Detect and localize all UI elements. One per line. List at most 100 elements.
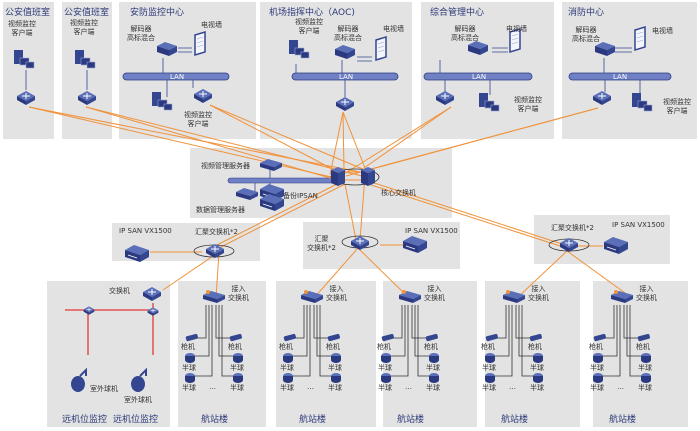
camera-wire [215, 305, 236, 339]
gun-camera-label: 枪机 [636, 343, 650, 351]
zone-police-duty-1 [3, 2, 54, 139]
camera-wire [600, 305, 618, 357]
client-pc-icon [478, 92, 500, 112]
switch-icon [592, 90, 612, 106]
gun-camera-icon [593, 333, 607, 342]
access-switch-label: 接入 交换机 [528, 285, 549, 302]
dome-camera-label: 半球 [182, 384, 196, 392]
agg-switch-icon [559, 237, 579, 253]
zone-title: 综合管理中心 [430, 8, 485, 18]
decoder-label: 解码器 高标混合 [127, 25, 155, 42]
client-label: 视频监控 客户端 [514, 96, 542, 113]
camera-wire [492, 305, 507, 339]
zone-security-center [119, 2, 256, 139]
dome-camera-icon [533, 373, 543, 383]
terminal-cluster [381, 290, 439, 383]
gun-camera-icon [283, 333, 297, 342]
camera-wire [629, 305, 644, 377]
camera-wire [492, 305, 513, 377]
dome-camera-label: 半球 [426, 364, 440, 372]
dome-camera-icon [593, 353, 603, 363]
camera-wire [192, 305, 207, 339]
dome-camera-label: 半球 [328, 384, 342, 392]
gun-camera-icon [229, 333, 243, 342]
decoder-label: 解码器 高标混合 [334, 25, 362, 42]
camera-wire [290, 305, 308, 357]
decoder-icon [595, 42, 615, 56]
lan-label: LAN [339, 73, 354, 81]
zone-title: 机场指挥中心（AOC) [269, 8, 355, 18]
remote-caption: 远机位监控 [113, 415, 159, 425]
terminal-cluster [593, 290, 651, 383]
dome-camera-icon [233, 373, 243, 383]
zone-terminal-5 [593, 281, 688, 427]
building-caption: 航站楼 [397, 415, 425, 425]
zone-title: 公安值班室 [5, 8, 51, 18]
camera-wire [313, 305, 334, 339]
remote-ring [65, 303, 154, 355]
link-port [402, 290, 406, 294]
ipsan-label: IP SAN VX1500 [405, 227, 458, 235]
building-caption: 航站楼 [501, 415, 529, 425]
dome-camera-label: 半球 [590, 364, 604, 372]
camera-wire [192, 305, 210, 357]
backup-san-label: 备份IPSAN [283, 192, 318, 200]
client-label: 视频监控 客户端 [184, 111, 212, 128]
camera-wire [626, 305, 644, 357]
tvwall-label: 电视墙 [383, 25, 404, 33]
link-port [304, 290, 308, 294]
zone-terminal-3 [383, 281, 477, 427]
dome-camera-icon [381, 353, 391, 363]
gun-camera-icon [529, 333, 543, 342]
zone-mgmt-center [421, 2, 554, 139]
camera-wire [290, 305, 305, 339]
dome-camera-icon [185, 353, 195, 363]
dome-camera-icon [429, 353, 439, 363]
dome-camera-label: 半球 [530, 364, 544, 372]
ipsan-icon [124, 244, 150, 263]
ipsan-icon [402, 235, 428, 254]
camera-wire [417, 305, 432, 377]
more-cameras-ellipsis: … [307, 383, 314, 391]
dome-camera-label: 半球 [638, 364, 652, 372]
lan-bar-mgmt [423, 72, 533, 81]
tv-wall-icon [375, 36, 387, 61]
zone-title: 公安值班室 [64, 8, 110, 18]
more-cameras-ellipsis: … [509, 383, 516, 391]
dome-camera-icon [533, 353, 543, 363]
link-port [206, 290, 210, 294]
agg-switch-label: 汇聚 交换机*2 [307, 235, 336, 252]
camera-wire [319, 305, 334, 377]
switch-icon [16, 90, 36, 106]
dome-camera-label: 半球 [590, 384, 604, 392]
decoder-icon [157, 42, 177, 56]
access-switch-label: 接入 交换机 [636, 285, 657, 302]
core-switch-label: 核心交换机 [381, 189, 416, 197]
camera-wire [316, 305, 334, 357]
core-switch-icon [331, 167, 345, 186]
switch-icon [193, 88, 213, 104]
building-caption: 航站楼 [201, 415, 229, 425]
remote-caption: 远机位监控 [62, 415, 108, 425]
remote-switch-icon [142, 286, 162, 302]
gun-camera-icon [485, 333, 499, 342]
zone-remote [47, 281, 170, 427]
dome-camera-label: 半球 [482, 364, 496, 372]
zone-fire-center [562, 2, 697, 139]
camera-wire [600, 305, 621, 377]
camera-wire [521, 305, 536, 377]
core-switch-icon [361, 167, 375, 186]
more-cameras-ellipsis: … [209, 383, 216, 391]
data-server-label: 数据管理服务器 [196, 206, 245, 214]
client-pc-icon [631, 92, 653, 112]
lan-bar-core [227, 177, 341, 184]
camera-wire [388, 305, 403, 339]
decoder-label: 解码器 高标混合 [572, 26, 600, 43]
lan-label: LAN [472, 73, 487, 81]
gun-camera-label: 枪机 [228, 343, 242, 351]
gun-camera-label: 枪机 [589, 343, 603, 351]
ipsan-label: IP SAN VX1500 [119, 227, 172, 235]
dome-camera-icon [331, 373, 341, 383]
zone-title: 消防中心 [568, 8, 605, 18]
outdoor-dome-icon [70, 369, 87, 393]
